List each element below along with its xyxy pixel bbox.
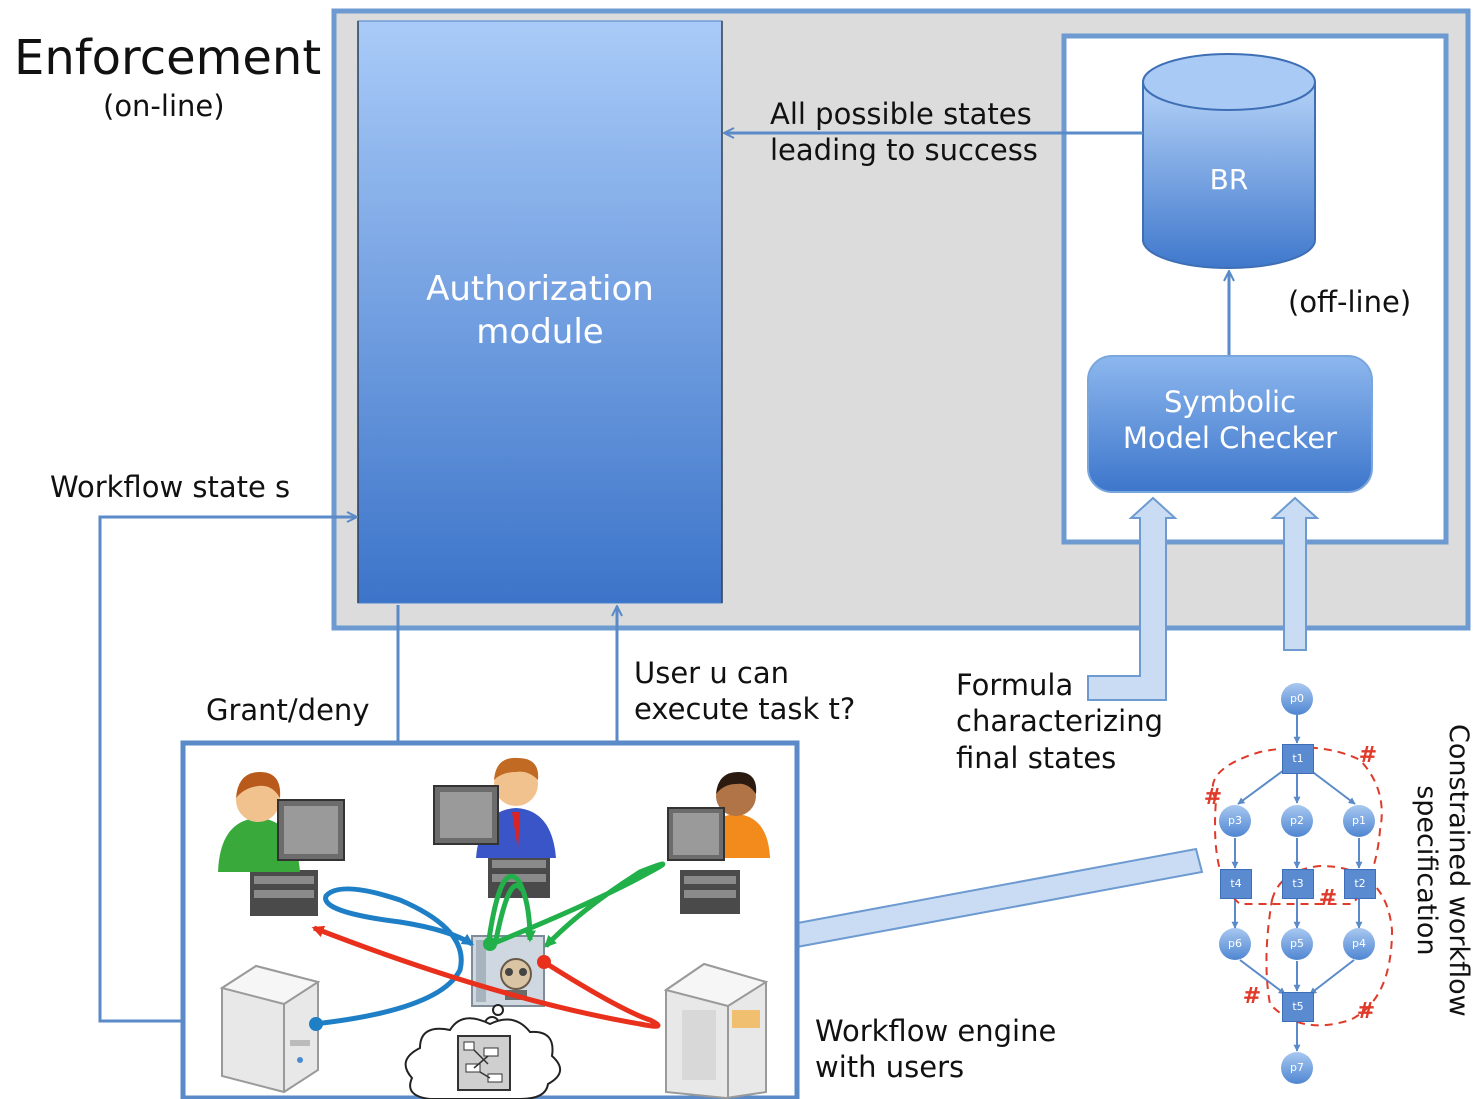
red-interaction-arrows [311, 925, 661, 1029]
place-p5: p5 [1281, 928, 1313, 960]
transition-t4: t4 [1220, 869, 1252, 899]
formula-block-arrow [1087, 496, 1178, 701]
query-label-line2: execute task t? [634, 692, 856, 727]
br-database-icon [1142, 53, 1316, 269]
green-interaction-arrows [483, 861, 666, 951]
svg-text:#: # [1357, 999, 1375, 1024]
svg-text:#: # [1243, 984, 1261, 1009]
place-p4: p4 [1343, 928, 1375, 960]
engine-label: Workflow engine with users [815, 1013, 1056, 1086]
svg-text:#: # [1204, 785, 1222, 810]
transition-t1: t1 [1282, 744, 1314, 774]
query-label: User u can execute task t? [634, 655, 855, 728]
br-arrow-label-line1: All possible states [770, 97, 1032, 131]
authorization-module [357, 20, 723, 604]
br-arrow-label: All possible states leading to success [770, 96, 1038, 169]
transition-t2: t2 [1344, 869, 1376, 899]
svg-text:#: # [1359, 743, 1377, 768]
svg-text:#: # [1319, 886, 1337, 911]
formula-label: Formula characterizing final states [956, 667, 1163, 776]
user-right-icon [667, 772, 770, 914]
model-checker-label: Symbolic Model Checker [1088, 384, 1372, 457]
spec-label-line2: specification [1410, 785, 1442, 956]
transition-t3: t3 [1282, 869, 1314, 899]
server-right-icon [663, 962, 769, 1099]
place-p3: p3 [1219, 805, 1251, 837]
br-label: BR [1209, 163, 1249, 196]
diagram-title: Enforcement [14, 30, 322, 86]
blue-interaction-arrows [309, 886, 475, 1031]
query-label-line1: User u can [634, 656, 790, 690]
place-p1: p1 [1343, 805, 1375, 837]
authorization-module-line1: Authorization [426, 269, 654, 309]
offline-label: (off-line) [1288, 285, 1412, 319]
engine-label-line2: with users [815, 1050, 965, 1085]
spec-label-line1: Constrained workflow [1443, 724, 1474, 1017]
place-p0: p0 [1281, 683, 1313, 715]
user-left-icon [218, 772, 345, 916]
server-left-icon [219, 964, 321, 1094]
authorization-module-line2: module [476, 311, 604, 352]
engine-label-line1: Workflow engine [815, 1014, 1057, 1048]
petri-net: # # # # # [1204, 715, 1394, 1052]
formula-label-line1: Formula [956, 668, 1074, 702]
place-p7: p7 [1281, 1052, 1313, 1084]
workflow-state-arrow [98, 517, 356, 1023]
formula-label-line3: final states [956, 740, 1117, 775]
transition-t5: t5 [1282, 992, 1314, 1022]
model-checker-box [1087, 355, 1373, 493]
spec-block-arrow [1270, 496, 1320, 651]
grant-deny-label: Grant/deny [206, 693, 370, 727]
authorization-module-label: Authorization module [358, 268, 722, 353]
place-p6: p6 [1219, 928, 1251, 960]
br-arrow-label-line2: leading to success [770, 133, 1038, 168]
place-p2: p2 [1281, 805, 1313, 837]
online-label: (on-line) [103, 89, 225, 123]
model-checker-line2: Model Checker [1122, 421, 1338, 456]
user-center-icon [433, 757, 556, 898]
model-checker-line1: Symbolic [1163, 385, 1297, 419]
formula-label-line2: characterizing [956, 704, 1163, 739]
spec-label: Constrained workflow specification [1409, 724, 1474, 1017]
thought-cloud-icon [404, 1004, 561, 1099]
workflow-state-label: Workflow state s [50, 470, 291, 504]
